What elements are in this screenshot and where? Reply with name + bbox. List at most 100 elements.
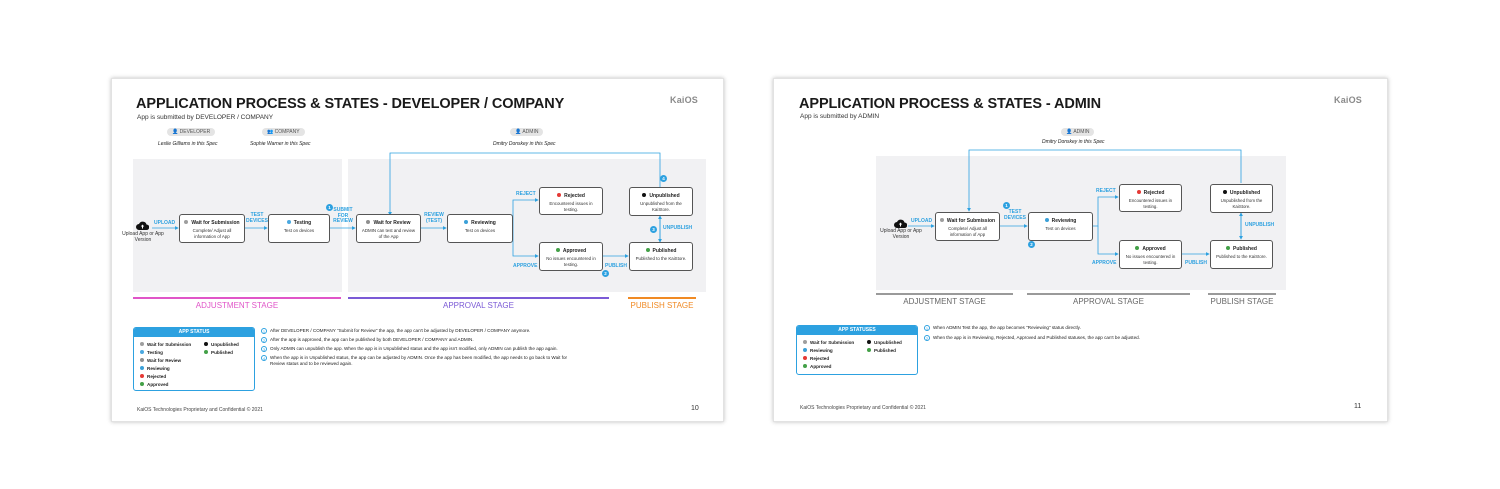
- approval-stage-bar: [348, 297, 609, 299]
- persona-admin-name: Dmitry Donskey in this Spec: [493, 141, 556, 147]
- legend-item: Published: [867, 348, 896, 353]
- status-dot: [1044, 218, 1049, 223]
- state-rejected[interactable]: Rejected Encountered issues in testing.: [1119, 184, 1182, 212]
- label-reject: REJECT: [1096, 188, 1116, 194]
- kaios-logo: KaiOS: [1334, 95, 1363, 105]
- kaios-logo: KaiOS: [670, 95, 699, 105]
- legend-item: Unpublished: [867, 340, 902, 345]
- legend-title: APP STATUSES: [797, 326, 917, 335]
- slide-title: APPLICATION PROCESS & STATES - ADMIN: [799, 96, 1101, 112]
- status-dot: [557, 193, 562, 198]
- state-wait-for-submission[interactable]: Wait for Submission Complete/ Adjust all…: [179, 214, 245, 243]
- state-rejected[interactable]: Rejected Encountered issues in testing.: [539, 187, 603, 215]
- state-published[interactable]: Published Published to the KaiStore.: [629, 242, 693, 271]
- note-2: After the app is approved, the app can b…: [270, 337, 474, 342]
- status-dot: [1136, 190, 1141, 195]
- persona-admin-pill: 👤 ADMIN: [1061, 128, 1095, 136]
- step-badge-4: 4: [660, 175, 667, 182]
- legend-item: Approved: [803, 364, 831, 369]
- note-4: When the app is in Unpublished status, t…: [270, 355, 568, 366]
- flow-arrows: [908, 149, 1243, 256]
- persona-developer-name: Leslie Gilliams in this Spec: [158, 141, 218, 147]
- status-dot: [642, 193, 647, 198]
- app-status-legend: APP STATUS Wait for Submission Testing W…: [133, 327, 255, 391]
- label-publish: PUBLISH: [1185, 260, 1207, 266]
- note-number-3: 3: [261, 346, 267, 352]
- status-dot: [464, 220, 469, 225]
- persona-admin-name: Dmitry Donskey in this Spec: [1042, 139, 1105, 145]
- step-badge-1: 1: [1003, 202, 1010, 209]
- cloud-upload-icon: [136, 218, 150, 230]
- label-unpublish: UNPUBLISH: [663, 225, 693, 231]
- note-1: When ADMIN Test the app, the app becomes…: [933, 325, 1081, 330]
- legend-item: Wait for Submission: [140, 342, 191, 347]
- legend-item: Published: [204, 350, 233, 355]
- footer-text: KaiOS Technologies Proprietary and Confi…: [800, 405, 926, 411]
- publish-stage-bar: [628, 297, 696, 299]
- approval-stage-label: APPROVAL STAGE: [1073, 297, 1144, 306]
- legend-item: Wait for Review: [140, 358, 181, 363]
- legend-item: Reviewing: [803, 348, 833, 353]
- upload-app-text: Upload App or App Version: [880, 228, 922, 240]
- adjustment-stage-label: ADJUSTMENT STAGE: [195, 301, 279, 310]
- label-test-devices: TEST DEVICES: [246, 212, 268, 224]
- label-review-test: REVIEW (TEST): [424, 212, 444, 224]
- publish-stage-label: PUBLISH STAGE: [630, 301, 694, 310]
- note-number-1: 1: [924, 325, 930, 331]
- publish-stage-bar: [1208, 293, 1276, 295]
- note-1: After DEVELOPER / COMPANY "Submit for Re…: [270, 328, 531, 333]
- status-dot: [645, 248, 650, 253]
- status-dot: [555, 248, 560, 253]
- adjustment-stage-bar: [133, 297, 341, 299]
- person-icon: 👤: [172, 129, 180, 135]
- status-dot: [1135, 246, 1140, 251]
- state-published[interactable]: Published Published to the KaiStore.: [1210, 240, 1273, 269]
- legend-item: Wait for Submission: [803, 340, 854, 345]
- person-icon: 👤: [1066, 129, 1074, 135]
- status-dot: [939, 218, 944, 223]
- person-icon: 👤: [515, 129, 523, 135]
- state-testing[interactable]: Testing Test on devices: [268, 214, 330, 243]
- legend-item: Rejected: [803, 356, 829, 361]
- state-approved[interactable]: Approved No issues encountered in testin…: [1119, 240, 1182, 269]
- step-badge-2: 2: [1028, 241, 1035, 248]
- adjustment-stage-bar: [876, 293, 1013, 295]
- step-badge-3: 3: [650, 226, 657, 233]
- label-reject: REJECT: [516, 191, 536, 197]
- slide-subtitle: App is submitted by ADMIN: [800, 113, 880, 120]
- legend-item: Unpublished: [204, 342, 239, 347]
- legend-item: Testing: [140, 350, 163, 355]
- approval-stage-label: APPROVAL STAGE: [443, 301, 514, 310]
- footer-text: KaiOS Technologies Proprietary and Confi…: [137, 407, 263, 413]
- approval-stage-bar: [1027, 293, 1190, 295]
- state-reviewing[interactable]: Reviewing Test on devices: [447, 214, 513, 243]
- cloud-upload-icon: [894, 216, 908, 228]
- status-dot: [286, 220, 291, 225]
- page-number: 11: [1354, 403, 1362, 410]
- label-publish: PUBLISH: [605, 263, 627, 269]
- page-number: 10: [691, 405, 699, 412]
- state-wait-for-submission[interactable]: Wait for Submission Complete/ Adjust all…: [935, 212, 1000, 241]
- state-approved[interactable]: Approved No issues encountered in testin…: [539, 242, 603, 271]
- note-number-4: 4: [261, 355, 267, 361]
- persona-company-name: Sophie Warner in this Spec: [250, 141, 311, 147]
- state-unpublished[interactable]: Unpublished Unpublished from the KaiStor…: [629, 187, 693, 216]
- note-number-2: 2: [261, 337, 267, 343]
- step-badge-2: 2: [602, 270, 609, 277]
- status-dot: [1222, 190, 1227, 195]
- legend-item: Rejected: [140, 374, 166, 379]
- slide-admin: APPLICATION PROCESS & STATES - ADMIN App…: [773, 78, 1388, 422]
- label-submit-for-review: SUBMIT FOR REVIEW: [333, 207, 353, 225]
- legend-item: Approved: [140, 382, 168, 387]
- note-2: When the app is in Reviewing, Rejected, …: [933, 335, 1140, 340]
- status-dot: [184, 220, 189, 225]
- state-reviewing[interactable]: Reviewing Test on devices: [1028, 212, 1093, 241]
- status-dot: [1226, 246, 1231, 251]
- adjustment-stage-label: ADJUSTMENT STAGE: [903, 297, 986, 306]
- label-test-devices: TEST DEVICES: [1004, 209, 1026, 221]
- publish-stage-label: PUBLISH STAGE: [1210, 297, 1274, 306]
- persona-company-pill: 👥 COMPANY: [262, 128, 305, 136]
- label-unpublish: UNPUBLISH: [1245, 222, 1275, 228]
- state-wait-for-review[interactable]: Wait for Review ADMIN can test and revie…: [356, 214, 421, 243]
- state-unpublished[interactable]: Unpublished Unpublished from the KaiStor…: [1210, 184, 1273, 213]
